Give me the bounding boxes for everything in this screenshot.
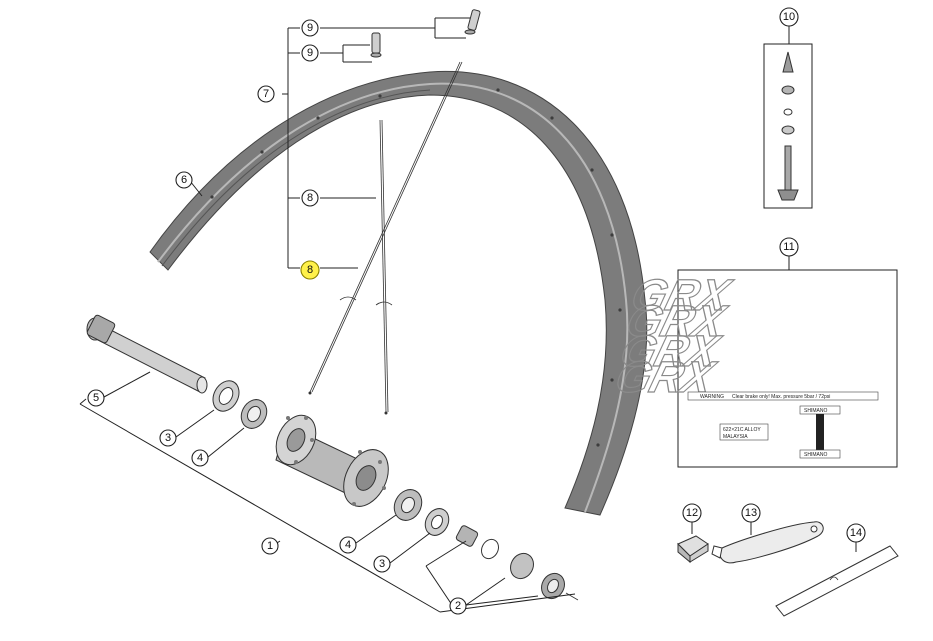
svg-text:3: 3 <box>379 558 385 570</box>
callout-5[interactable]: 5 <box>87 389 105 407</box>
hub-body <box>275 414 389 507</box>
decal-warning-text: WARNING <box>700 394 724 400</box>
svg-text:4: 4 <box>197 452 203 464</box>
callout-12[interactable]: 12 <box>682 503 702 523</box>
tool-13-wrench <box>711 521 824 564</box>
callout-8[interactable]: 8 <box>301 189 319 207</box>
rim <box>149 70 648 516</box>
right-spacer-washer <box>424 508 450 536</box>
svg-text:9: 9 <box>307 47 313 59</box>
callout-11[interactable]: 11 <box>779 237 799 257</box>
callout-3[interactable]: 3 <box>159 429 177 447</box>
tape-14 <box>775 545 899 617</box>
rim-spoke-holes <box>210 88 622 447</box>
tool-12 <box>677 535 709 564</box>
svg-text:3: 3 <box>165 432 171 444</box>
decal-brand-top: SHIMANO <box>804 408 827 414</box>
callout-6[interactable]: 6 <box>175 171 193 189</box>
callout-2[interactable]: 2 <box>449 597 467 615</box>
callout-9[interactable]: 9 <box>301 19 319 37</box>
svg-text:8: 8 <box>307 192 313 204</box>
svg-text:5: 5 <box>93 392 99 404</box>
left-bearing <box>240 399 268 429</box>
svg-text:12: 12 <box>686 507 698 519</box>
decal-logo-3: GRX <box>615 327 727 376</box>
leader-lines <box>79 17 857 613</box>
callout-4[interactable]: 4 <box>191 449 209 467</box>
svg-text:8: 8 <box>307 264 313 276</box>
spoke-nipples <box>370 9 481 58</box>
callout-4[interactable]: 4 <box>339 536 357 554</box>
right-end-cap <box>455 525 565 600</box>
right-bearing <box>393 489 423 521</box>
callout-13[interactable]: 13 <box>741 503 761 523</box>
callout-1[interactable]: 1 <box>261 537 279 555</box>
svg-text:6: 6 <box>181 174 187 186</box>
callouts: 1 2 3 3 4 4 5 6 7 8 8 9 9 10 11 12 13 14 <box>87 7 866 615</box>
spokes <box>308 61 463 415</box>
callout-8-highlighted[interactable]: 8 <box>300 260 320 280</box>
callout-9[interactable]: 9 <box>301 44 319 62</box>
svg-text:10: 10 <box>783 11 795 23</box>
callout-3[interactable]: 3 <box>373 555 391 573</box>
svg-text:14: 14 <box>850 527 862 539</box>
decal-notice-text: Clear brake only! Max. pressure 5bar / 7… <box>732 394 830 400</box>
callout-14[interactable]: 14 <box>846 523 866 543</box>
decal-rim-spec: 622×21C ALLOY <box>723 427 761 433</box>
axle <box>86 314 208 394</box>
svg-text:13: 13 <box>745 507 757 519</box>
callout-7[interactable]: 7 <box>257 85 275 103</box>
svg-text:1: 1 <box>267 540 273 552</box>
svg-text:4: 4 <box>345 539 351 551</box>
left-spacer-washer <box>212 380 240 412</box>
svg-text:2: 2 <box>455 600 461 612</box>
decal-logo-2: GRX <box>621 297 733 346</box>
decal-sheet: GRX GRX GRX GRX WARNING Clear brake only… <box>610 269 898 468</box>
decal-logo-1: GRX <box>626 271 738 320</box>
valve-kit-box <box>763 43 813 209</box>
callout-10[interactable]: 10 <box>779 7 799 27</box>
svg-text:9: 9 <box>307 22 313 34</box>
svg-text:11: 11 <box>783 241 794 253</box>
decal-brand-bottom: SHIMANO <box>804 452 827 458</box>
svg-text:7: 7 <box>263 88 269 100</box>
decal-rim-origin: MALAYSIA <box>723 434 748 440</box>
